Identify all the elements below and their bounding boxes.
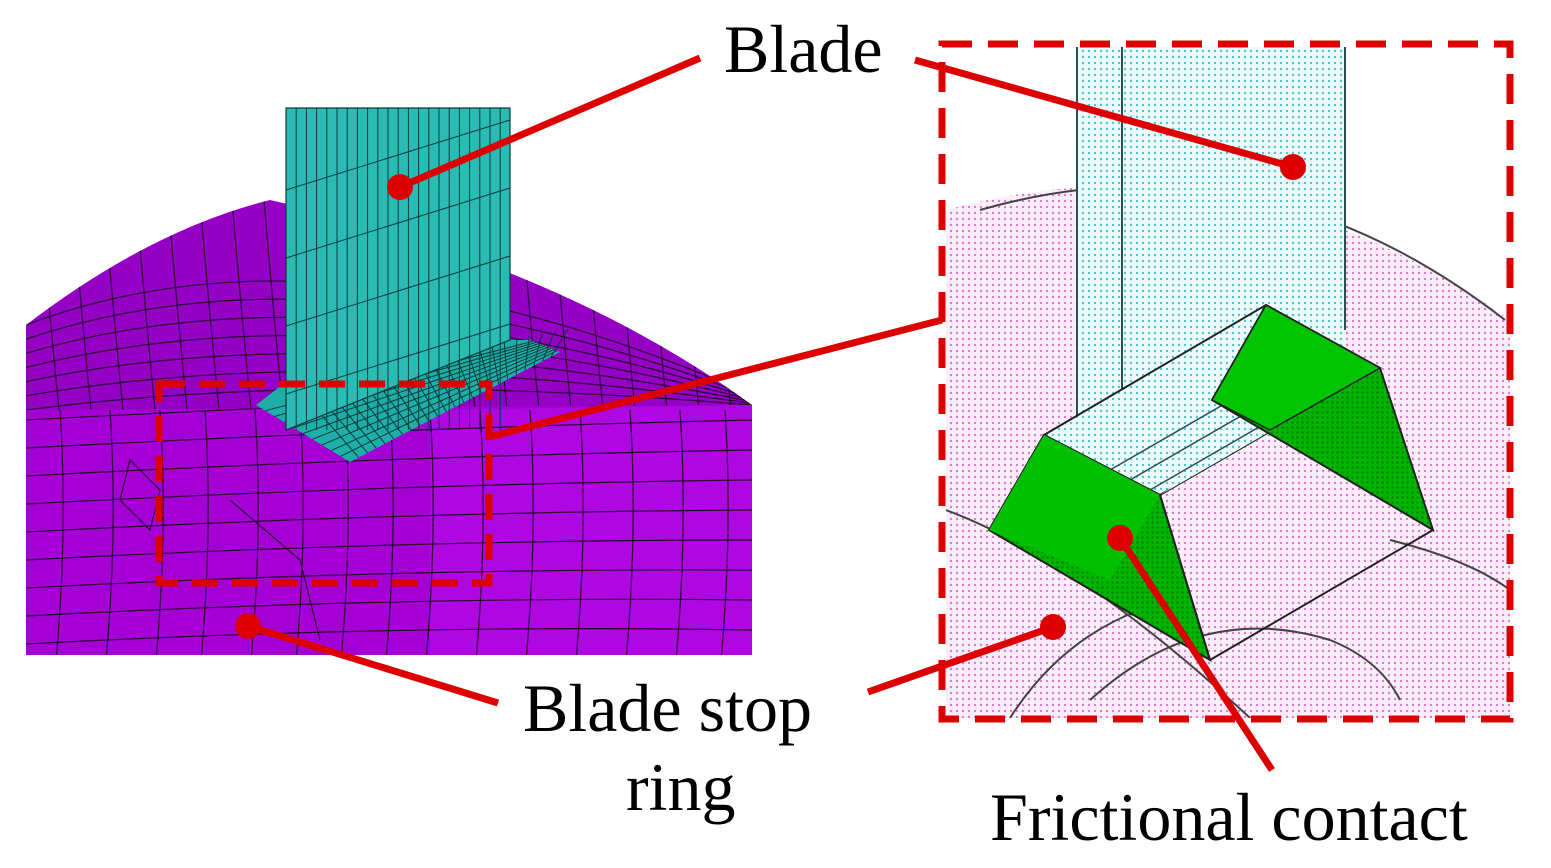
blade-leader-right — [914, 56, 1294, 171]
blade-stop-ring-label-line1: Blade stop — [523, 670, 812, 746]
blade-label: Blade — [724, 11, 883, 87]
ring-front-highlight — [430, 405, 752, 655]
blade-stop-ring-label-line2: ring — [626, 749, 736, 825]
blade-mesh — [286, 108, 510, 430]
frictional-contact-label: Frictional contact — [990, 779, 1468, 855]
large-zoom-frame — [938, 40, 1514, 723]
blade-body — [285, 107, 511, 431]
ring-leader-left — [246, 622, 500, 707]
contact-marker — [1107, 525, 1133, 551]
zoom-ring-arc-bottom — [1089, 627, 1401, 701]
ring-marker-left — [235, 613, 261, 639]
blade-leader-left — [398, 54, 702, 191]
blade-marker-left — [387, 174, 413, 200]
ring-front-mesh — [26, 405, 752, 655]
callouts — [235, 54, 1306, 772]
ring-leader-right — [866, 623, 1055, 696]
zoom-ring-arc-left — [1009, 609, 1141, 718]
blade-stop-ring-front-surface — [26, 405, 752, 655]
contact-leader — [1117, 536, 1275, 772]
ring-marker-right — [1040, 614, 1066, 640]
blade-marker-right — [1280, 154, 1306, 180]
finite-element-model — [26, 107, 752, 655]
zoom-connector-line — [488, 316, 943, 441]
small-zoom-box — [155, 380, 493, 587]
